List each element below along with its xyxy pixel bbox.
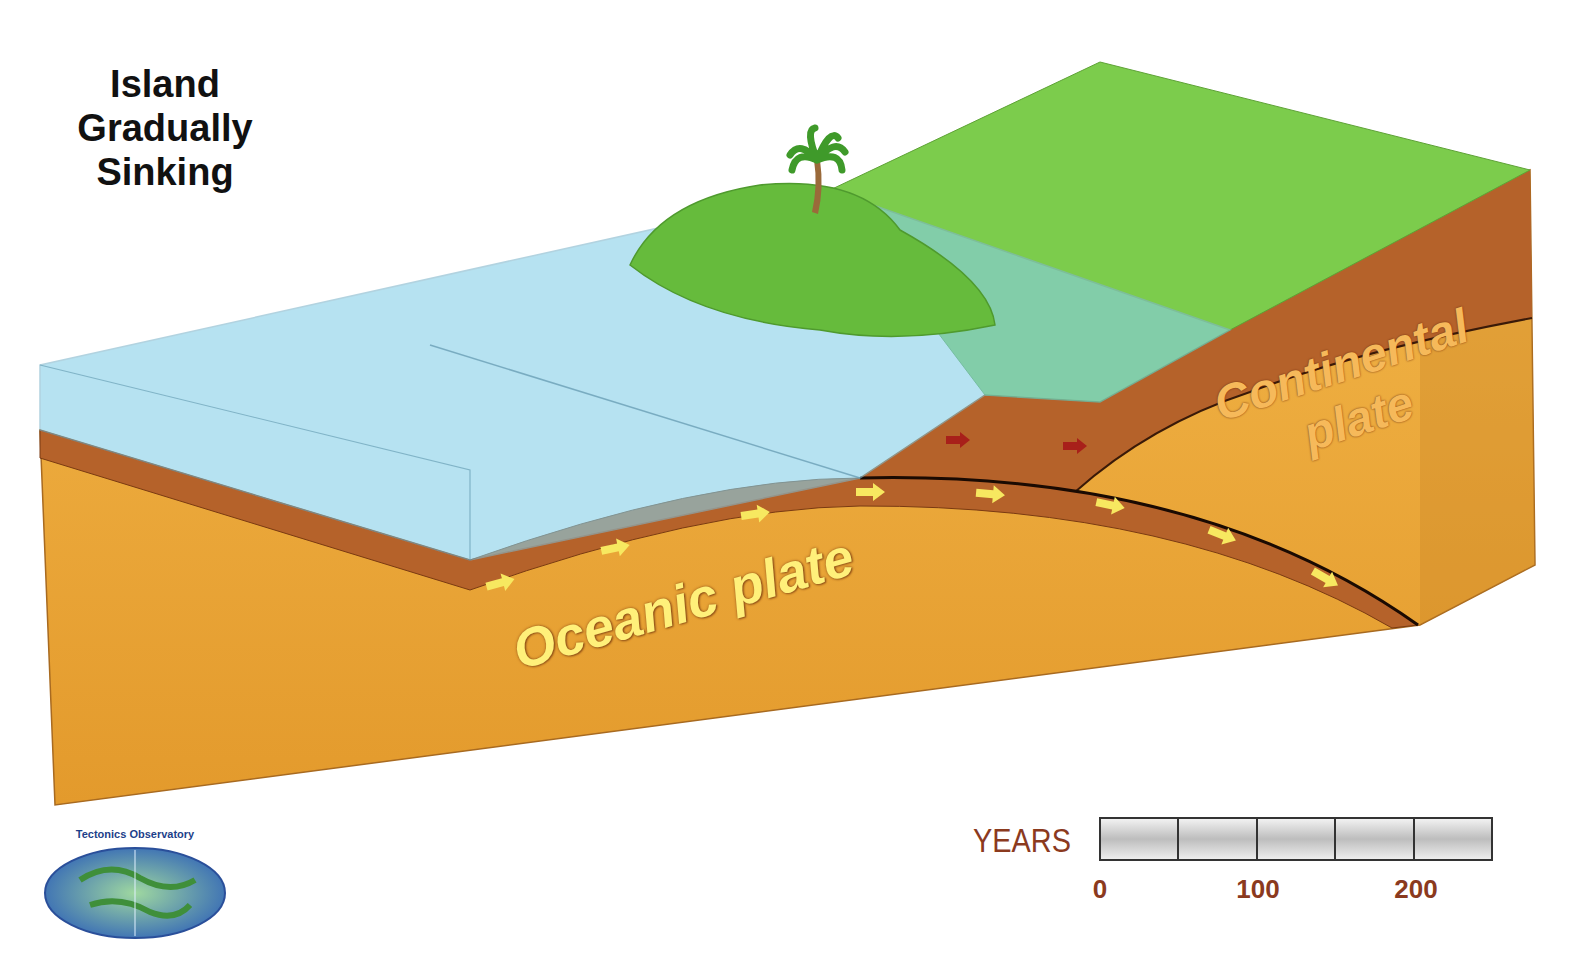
water-edge bbox=[430, 345, 860, 478]
scale-unit: YEARS bbox=[973, 821, 1071, 860]
plate-label: Oceanic plate bbox=[506, 525, 861, 681]
ocean-water bbox=[40, 190, 1230, 560]
diagram-title: Island Gradually Sinking bbox=[60, 62, 270, 194]
plate-arrows bbox=[484, 483, 1342, 595]
scale-number: 100 bbox=[1236, 874, 1279, 905]
scale-number: 200 bbox=[1394, 874, 1437, 905]
logo-globe bbox=[45, 848, 225, 938]
plate-label: Continental plate bbox=[1176, 288, 1524, 496]
water-edge bbox=[40, 365, 470, 560]
palm-trunk bbox=[812, 160, 822, 214]
time-scale-bar bbox=[1100, 818, 1492, 860]
logo-text: Tectonics Observatory bbox=[76, 828, 194, 840]
subduction-fault bbox=[860, 478, 1418, 625]
continent-arrows bbox=[946, 432, 1087, 454]
palm-leaves bbox=[790, 128, 845, 170]
scale-number: 0 bbox=[1093, 874, 1107, 905]
island bbox=[630, 183, 995, 336]
